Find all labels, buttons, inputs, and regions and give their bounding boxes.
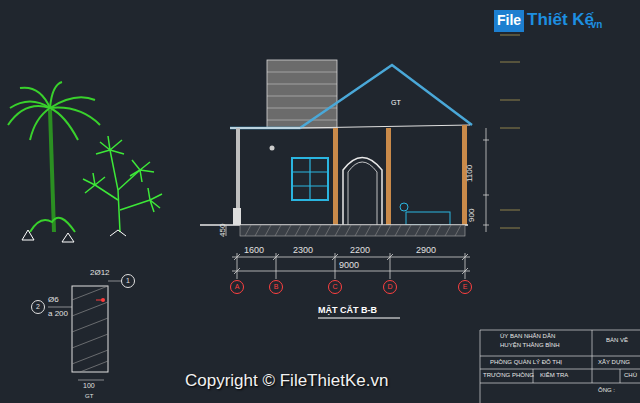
title-underline xyxy=(318,318,400,319)
height-dimension: 1100 xyxy=(466,165,475,182)
logo-box xyxy=(494,10,524,32)
title-block-cell: XÂY DỰNG xyxy=(598,359,630,366)
height-dimension: 900 xyxy=(468,209,477,222)
logo-file: File xyxy=(497,13,521,28)
axis-circle: A xyxy=(230,280,244,294)
section-title: MẶT CẮT B-B xyxy=(318,306,377,316)
rebar-detail xyxy=(48,281,122,380)
flowers xyxy=(22,230,126,242)
axis-circle: E xyxy=(458,280,472,294)
section-mark: GT xyxy=(391,99,401,107)
callout-circle: 2 xyxy=(31,300,45,314)
level-marks xyxy=(500,35,520,228)
title-block-cell: ÔNG : xyxy=(598,387,615,394)
palm-tree xyxy=(8,82,100,232)
axis-circle: C xyxy=(328,280,342,294)
axis-letter: D xyxy=(387,283,392,291)
shrub xyxy=(83,136,162,232)
axis-circle: D xyxy=(383,280,397,294)
title-block-cell: BẢN VẼ xyxy=(606,337,628,344)
title-block-cell: CHỦ xyxy=(624,372,637,379)
dimension: 2200 xyxy=(350,246,370,256)
callout-circle: 1 xyxy=(121,274,135,288)
rebar-note: Ø6 xyxy=(48,296,59,305)
dimension: 2300 xyxy=(293,246,313,256)
logo-domain: .vn xyxy=(588,19,602,30)
title-block-cell: KIỂM TRA xyxy=(540,372,568,379)
watermark: Copyright © FileThietKe.vn xyxy=(185,372,388,391)
height-dimension: 450 xyxy=(219,224,228,237)
axis-letter: E xyxy=(463,283,468,291)
dimension: 1600 xyxy=(244,246,264,256)
house xyxy=(200,60,472,236)
rebar-note: a 200 xyxy=(48,310,68,319)
title-block-cell: TRƯỞNG PHÒNG xyxy=(483,372,534,379)
detail-mark: GT xyxy=(85,393,93,400)
rebar-note: 2Ø12 xyxy=(90,269,110,278)
title-block-cell: ỦY BAN NHÂN DÂN xyxy=(500,333,555,340)
dimension: 2900 xyxy=(416,246,436,256)
logo-name: Thiết Kế xyxy=(527,11,594,30)
title-block xyxy=(480,330,640,403)
axis-letter: 2 xyxy=(36,303,40,311)
title-block-cell: PHÒNG QUẢN LÝ ĐÔ THỊ xyxy=(490,359,562,366)
title-block-cell: HUYỆN THĂNG BÌNH xyxy=(500,342,560,349)
axis-circle: B xyxy=(269,280,283,294)
dimension: 100 xyxy=(83,382,95,390)
axis-letter: 1 xyxy=(126,277,130,285)
dimension-lines xyxy=(226,128,489,279)
axis-letter: A xyxy=(235,283,240,291)
axis-letter: B xyxy=(274,283,279,291)
dimension: 9000 xyxy=(339,261,359,271)
axis-letter: C xyxy=(332,283,337,291)
